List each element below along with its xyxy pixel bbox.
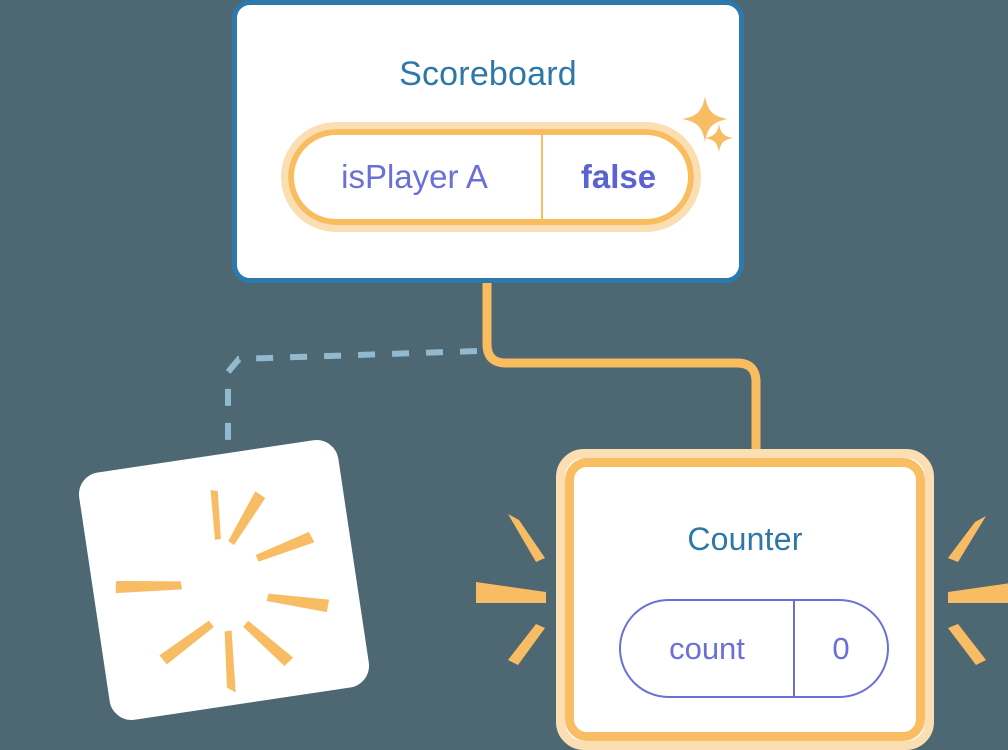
scoreboard-card[interactable]: Scoreboard isPlayer A false bbox=[232, 0, 744, 283]
burst-ray bbox=[243, 620, 294, 667]
counter-ray-right-mid bbox=[948, 583, 1008, 603]
counter-ray-right-top bbox=[948, 516, 986, 562]
counter-rays-right bbox=[948, 516, 1008, 665]
blank-card-burst-rays bbox=[115, 489, 330, 693]
scoreboard-title: Scoreboard bbox=[399, 55, 577, 93]
scoreboard-state-value: false bbox=[580, 158, 657, 195]
counter-title: Counter bbox=[687, 521, 803, 557]
scoreboard-state-pill[interactable]: isPlayer A false bbox=[281, 122, 701, 232]
counter-ray-left-mid bbox=[476, 582, 546, 603]
burst-ray bbox=[210, 489, 221, 540]
counter-rays-left bbox=[476, 514, 546, 665]
burst-ray bbox=[159, 620, 214, 665]
counter-ray-left-bottom bbox=[508, 624, 545, 665]
counter-card[interactable]: Counter count 0 bbox=[556, 449, 934, 750]
burst-ray bbox=[228, 491, 266, 546]
counter-ray-left-top bbox=[508, 514, 545, 562]
burst-ray bbox=[255, 531, 315, 562]
burst-ray bbox=[224, 630, 236, 693]
burst-ray bbox=[266, 593, 330, 613]
connector-scoreboard-to-counter bbox=[482, 280, 761, 452]
burst-ray bbox=[115, 580, 182, 594]
scoreboard-state-key: isPlayer A bbox=[288, 129, 543, 225]
counter-state-pill[interactable]: count 0 bbox=[619, 599, 889, 698]
blank-component-card[interactable] bbox=[75, 437, 373, 723]
sparkle-large-icon bbox=[682, 96, 728, 142]
counter-state-key: count bbox=[621, 601, 795, 696]
scoreboard-state-cells: isPlayer A false bbox=[288, 129, 694, 225]
counter-state-value: 0 bbox=[832, 630, 850, 666]
counter-ray-right-bottom bbox=[948, 624, 986, 665]
sparkle-small-icon bbox=[705, 124, 733, 152]
